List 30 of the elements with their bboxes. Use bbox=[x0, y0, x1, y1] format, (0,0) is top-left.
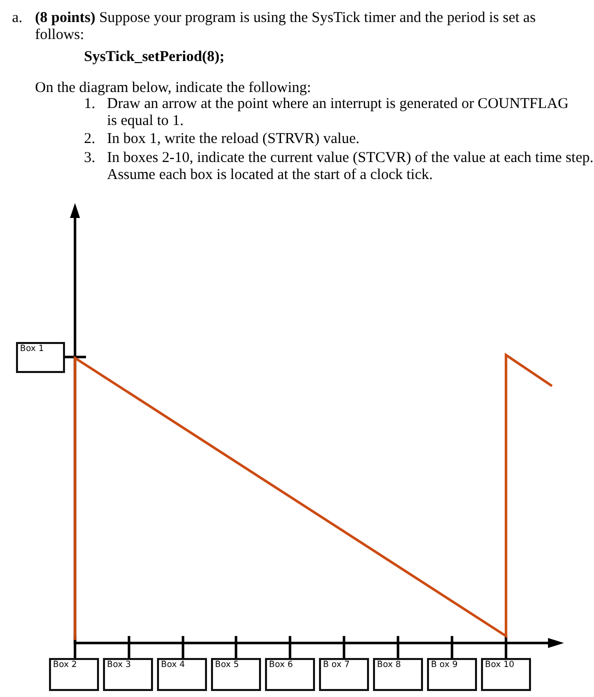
box-label: B ox 7 bbox=[323, 660, 350, 671]
answer-box bbox=[16, 342, 65, 373]
box-label: Box 4 bbox=[161, 660, 185, 671]
box-label: Box 8 bbox=[377, 660, 401, 671]
box-label: Box 5 bbox=[215, 660, 239, 671]
answer-box bbox=[49, 658, 99, 691]
box-label: Box 2 bbox=[53, 660, 77, 671]
answer-box bbox=[157, 658, 207, 691]
box-label: Box 3 bbox=[107, 660, 131, 671]
list-number: 1. bbox=[84, 96, 96, 113]
answer-box bbox=[103, 658, 153, 691]
answer-box bbox=[373, 658, 423, 691]
answer-box bbox=[265, 658, 315, 691]
box-label: Box 6 bbox=[269, 660, 293, 671]
box-label: Box 1 bbox=[20, 344, 44, 355]
question-text: In boxes 2-10, indicate the current value (STCVR) of the value at each time step. Assume each box is located at the start of a clock tick. bbox=[107, 150, 594, 184]
list-number: 3. bbox=[84, 150, 96, 167]
answer-box bbox=[211, 658, 261, 691]
question-text: On the diagram below, indicate the following: bbox=[35, 80, 312, 97]
box-label: B ox 9 bbox=[431, 660, 458, 671]
question-text: In box 1, write the reload (STRVR) value. bbox=[107, 131, 360, 148]
box-label: Box 10 bbox=[485, 660, 514, 671]
code-line: SysTick_setPeriod(8); bbox=[84, 49, 226, 66]
answer-box bbox=[319, 658, 369, 691]
question-text: (8 points) Suppose your program is using the SysTick timer and the period is set as follows: bbox=[35, 10, 537, 44]
list-number: a. bbox=[12, 10, 24, 27]
answer-box bbox=[427, 658, 477, 691]
answer-box bbox=[481, 658, 531, 691]
list-number: 2. bbox=[84, 131, 96, 148]
question-text: Draw an arrow at the point where an interrupt is generated or COUNTFLAG is equal to 1. bbox=[107, 96, 570, 130]
